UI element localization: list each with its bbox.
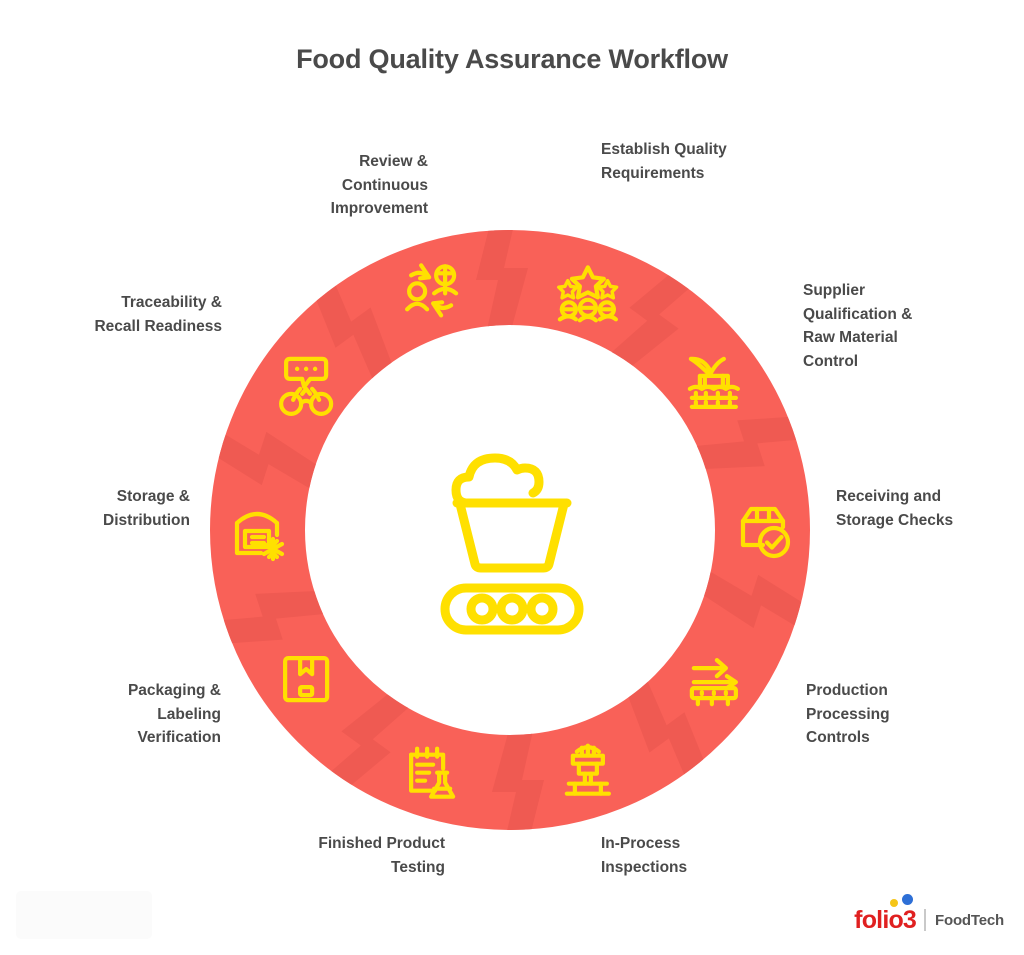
logo-dot-blue-icon	[902, 893, 914, 905]
page-title: Food Quality Assurance Workflow	[296, 44, 728, 74]
ring-separators	[210, 230, 810, 830]
step-label-packaging-labeling-verification[interactable]: Packaging & Labeling Verification	[127, 682, 221, 747]
binoculars-trace-icon	[279, 356, 334, 416]
people-cycle-icon	[405, 263, 459, 318]
wheel-svg	[210, 230, 810, 830]
package-box-icon	[283, 656, 330, 703]
logo-wordmark: folio3	[854, 893, 917, 934]
lab-flask-test-icon	[409, 746, 456, 799]
step-label-finished-product-testing[interactable]: Finished Product Testing	[318, 835, 445, 876]
step-label-review-continuous-improvement[interactable]: Review & Continuous Improvement	[330, 153, 428, 218]
logo-wordmark-text: folio3	[854, 905, 917, 934]
logo-subbrand: FoodTech	[935, 911, 1004, 929]
food-container-conveyor-icon	[440, 453, 584, 635]
quality-stars-people-icon	[557, 265, 619, 323]
step-label-traceability-recall-readiness[interactable]: Traceability & Recall Readiness	[94, 294, 222, 335]
step-label-establish-quality-requirements[interactable]: Establish Quality Requirements	[601, 141, 727, 182]
conveyor-arrow-icon	[689, 658, 738, 707]
box-check-icon	[740, 506, 791, 559]
inspection-machine-icon	[564, 743, 611, 796]
watermark-placeholder	[16, 891, 152, 939]
step-label-supplier-qualification[interactable]: Supplier Qualification & Raw Material Co…	[803, 282, 913, 370]
workflow-wheel	[160, 180, 860, 880]
step-label-receiving-storage-checks[interactable]: Receiving and Storage Checks	[836, 488, 954, 529]
folio3-foodtech-logo[interactable]: folio3 FoodTech	[854, 893, 1004, 937]
logo-dot-yellow-icon	[890, 898, 899, 907]
harvest-field-icon	[687, 356, 740, 409]
logo-divider	[924, 909, 927, 931]
step-label-storage-distribution[interactable]: Storage & Distribution	[103, 488, 190, 529]
ring-band	[210, 230, 810, 830]
cold-warehouse-icon	[234, 511, 285, 562]
step-label-production-processing-controls[interactable]: Production Processing Controls	[806, 682, 890, 747]
step-label-in-process-inspections[interactable]: In-Process Inspections	[601, 835, 688, 876]
